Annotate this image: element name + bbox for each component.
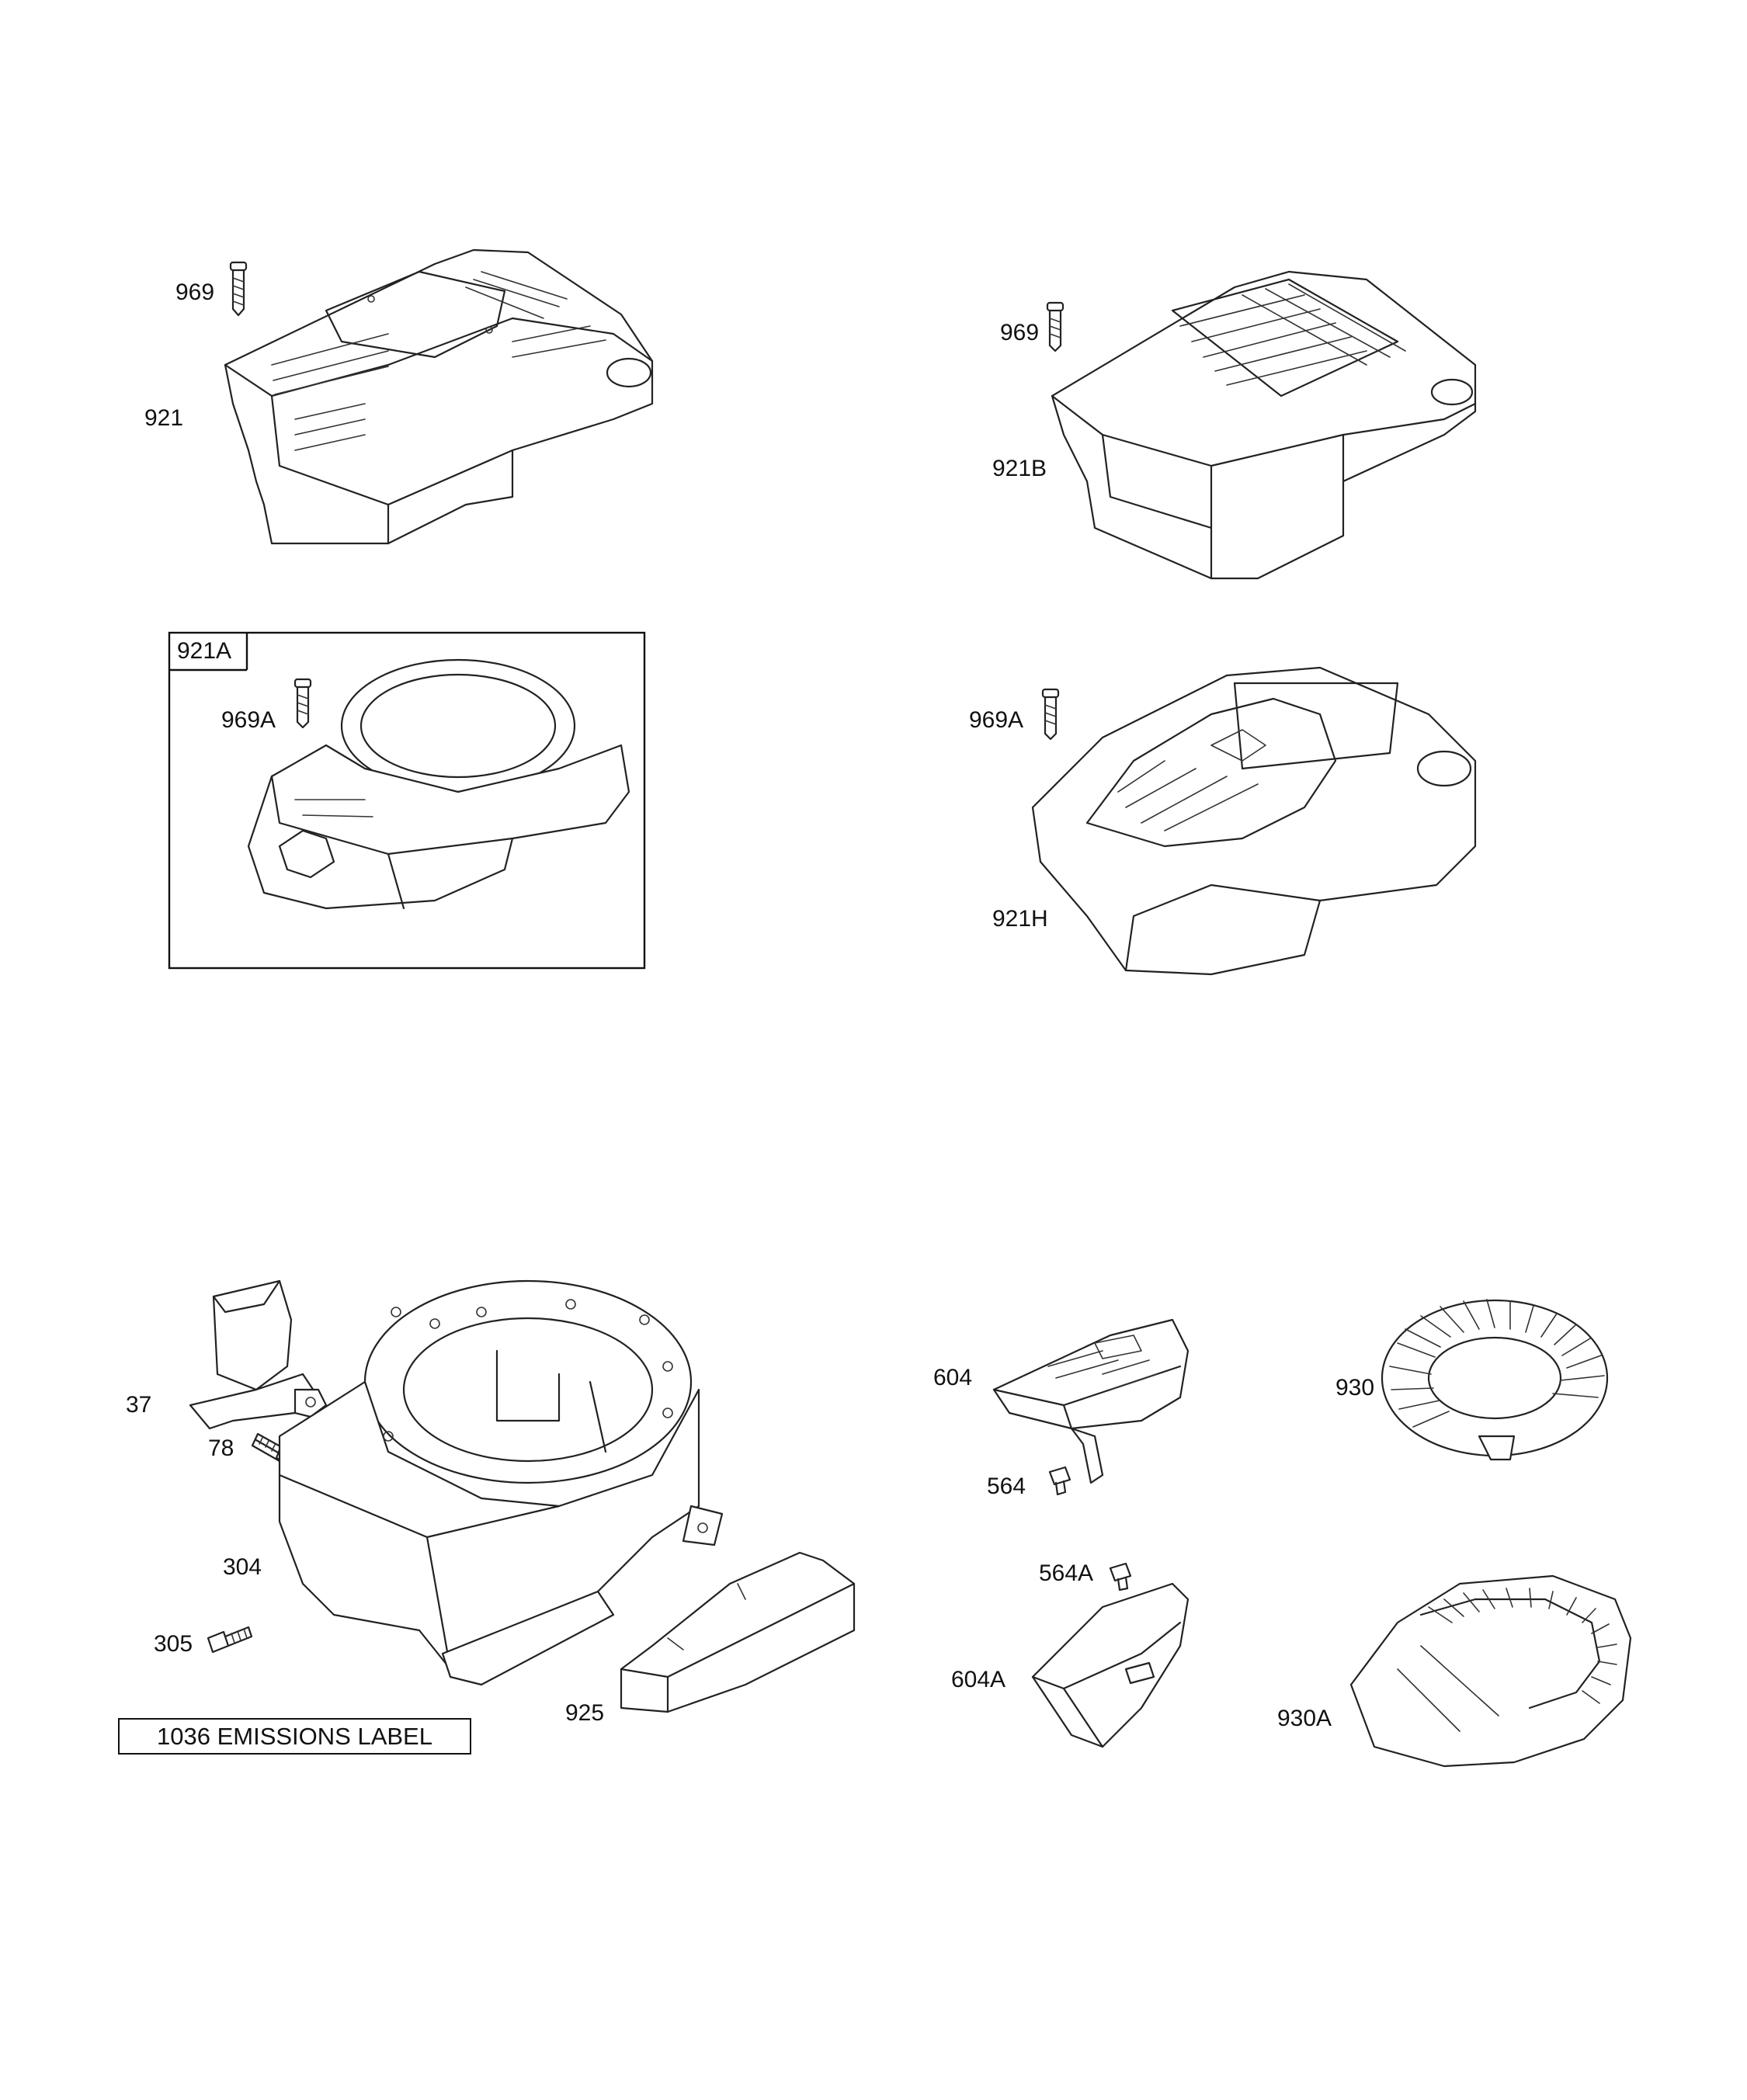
callout-37: 37 [126, 1392, 152, 1418]
callout-604: 604 [933, 1365, 973, 1390]
part-604a-guard [1031, 1582, 1190, 1748]
callout-925: 925 [565, 1700, 605, 1726]
screw-969-top-left [229, 261, 248, 317]
part-604-muffler-guard [992, 1318, 1190, 1484]
callout-921h: 921H [992, 906, 1048, 932]
bolt-305 [207, 1626, 253, 1654]
emissions-label-text: 1036 EMISSIONS LABEL [157, 1723, 432, 1750]
callout-564: 564 [987, 1473, 1026, 1499]
part-921b-cover [1051, 270, 1477, 580]
callout-969a-right: 969A [969, 707, 1024, 733]
part-930a-screen [1349, 1574, 1632, 1768]
screw-969a-right [1041, 688, 1060, 741]
part-921-cover [224, 248, 654, 545]
callout-921b: 921B [992, 456, 1047, 481]
screw-564a [1109, 1562, 1132, 1591]
part-925-guard [620, 1551, 856, 1713]
callout-969-top-left: 969 [175, 279, 215, 305]
part-921a-shroud [247, 658, 630, 910]
part-37-baffle [189, 1279, 328, 1430]
callout-78: 78 [208, 1435, 234, 1461]
group-frame-921a [168, 631, 646, 970]
callout-969-top-right: 969 [1000, 320, 1040, 345]
callout-930a: 930A [1277, 1706, 1332, 1731]
screw-564 [1048, 1466, 1071, 1496]
callout-969a-box: 969A [221, 707, 276, 733]
callout-304: 304 [223, 1554, 262, 1580]
callout-305: 305 [154, 1631, 193, 1657]
part-930-screen [1381, 1299, 1609, 1461]
callout-930: 930 [1335, 1375, 1375, 1401]
emissions-label-box: 1036 EMISSIONS LABEL [118, 1718, 471, 1755]
callout-921: 921 [144, 405, 184, 431]
callout-921a-box: 921A [177, 638, 232, 664]
callout-604a: 604A [951, 1667, 1006, 1692]
screw-969a-box [293, 678, 312, 729]
part-921h-cover [1031, 666, 1477, 976]
callout-564a: 564A [1039, 1560, 1094, 1586]
screw-969-top-right [1046, 301, 1065, 352]
part-304-blower-housing [278, 1279, 724, 1686]
